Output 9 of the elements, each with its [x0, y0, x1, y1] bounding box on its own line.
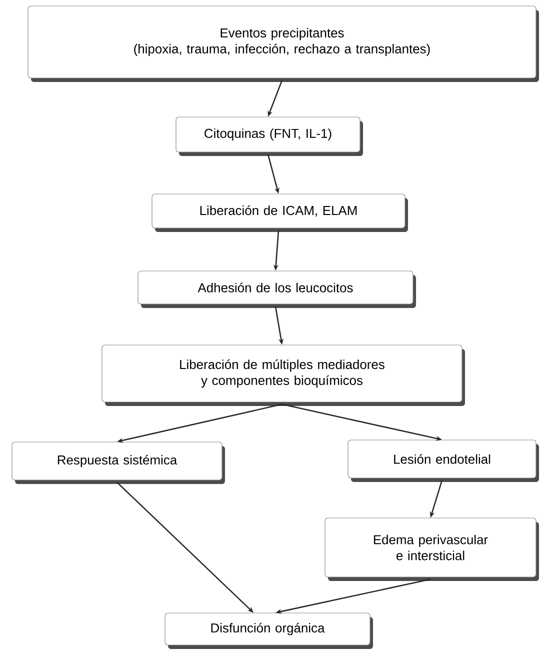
process-box: Respuesta sistémica: [12, 442, 225, 484]
process-box: Adhesión de los leucocitos: [138, 270, 416, 308]
process-box: Liberación de múltiples mediadores y componentes bioquímicos: [102, 344, 465, 406]
process-box: Liberación de ICAM, ELAM: [152, 194, 408, 232]
process-box: Disfunción orgánica: [164, 612, 373, 649]
process-box: Edema perivascular e intersticial: [324, 518, 539, 581]
process-box: Citoquinas (FNT, IL-1): [176, 116, 363, 156]
process-box: Lesión endotelial: [348, 440, 539, 482]
process-box: Eventos precipitantes (hipoxia, trauma, infección, rechazo a transplantes): [28, 6, 539, 82]
